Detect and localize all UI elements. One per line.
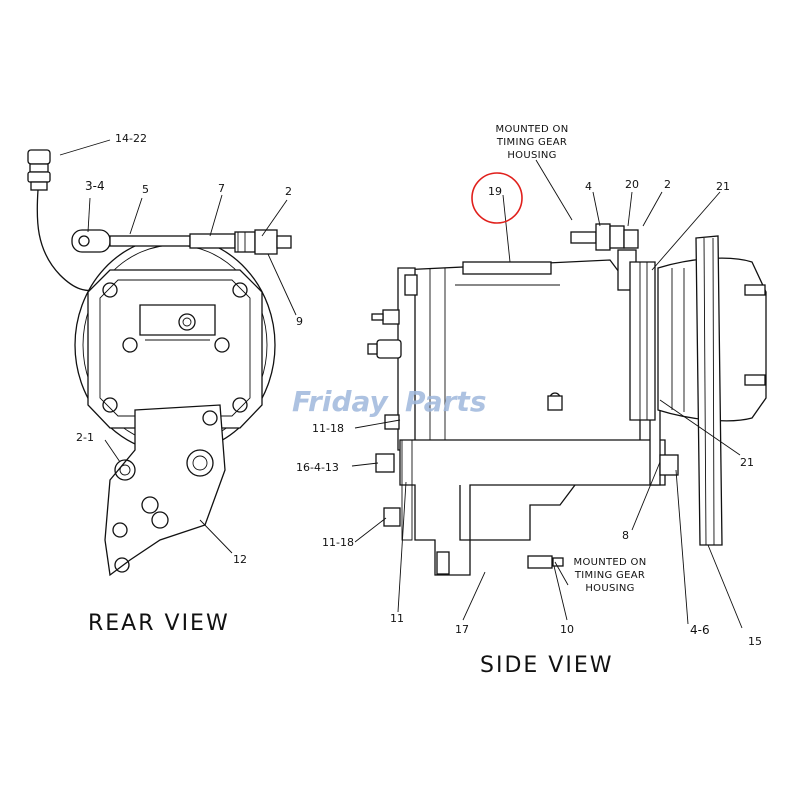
callout-14-22: 14-22	[115, 132, 147, 145]
callout-15: 15	[748, 635, 762, 648]
callout-4: 4	[585, 180, 592, 193]
note-top-line2: TIMING GEAR	[496, 137, 567, 148]
watermark-text-b: Parts	[405, 385, 486, 418]
callout-11-18-bottom: 11-18	[322, 536, 354, 549]
watermark: Friday Parts	[292, 385, 486, 418]
highlight-ring	[471, 172, 523, 224]
side-clutch-pulley	[629, 235, 767, 546]
callout-10: 10	[560, 623, 574, 636]
rear-view-drawing	[27, 139, 297, 577]
side-view-title: SIDE VIEW	[480, 653, 613, 678]
rear-compressor-body	[74, 236, 276, 454]
rear-lower-bracket	[104, 404, 226, 577]
callout-20: 20	[625, 178, 639, 191]
callout-2-side: 2	[664, 178, 671, 191]
note-top-line1: MOUNTED ON	[496, 124, 569, 135]
side-view-drawing	[351, 159, 767, 629]
callout-21-top: 21	[716, 180, 730, 193]
callout-17: 17	[455, 623, 469, 636]
callout-5: 5	[142, 183, 149, 196]
note-bottom: MOUNTED ON TIMING GEAR HOUSING	[574, 557, 647, 594]
callout-12: 12	[233, 553, 247, 566]
sensor-connector	[27, 149, 101, 292]
rear-view-title: REAR VIEW	[88, 611, 230, 636]
callout-9: 9	[296, 315, 303, 328]
callout-19: 19	[488, 185, 502, 198]
callout-16-4-13: 16-4-13	[296, 461, 339, 474]
side-left-bolts	[367, 274, 418, 527]
callout-4-6: 4-6	[690, 623, 710, 637]
watermark-text-a: Friday	[292, 385, 390, 418]
note-top-line3: HOUSING	[507, 150, 556, 161]
callout-11-18-top: 11-18	[312, 422, 344, 435]
callout-2-rear: 2	[285, 185, 292, 198]
side-top-bolt	[570, 223, 639, 291]
note-bottom-line1: MOUNTED ON	[574, 557, 647, 568]
callout-8: 8	[622, 529, 629, 542]
note-bottom-line3: HOUSING	[585, 583, 634, 594]
callout-21-bottom: 21	[740, 456, 754, 469]
callout-11: 11	[390, 612, 404, 625]
rear-rod-assembly	[71, 229, 292, 255]
note-bottom-line2: TIMING GEAR	[574, 570, 645, 581]
callout-3-4: 3-4	[85, 179, 105, 193]
callout-2-1: 2-1	[76, 431, 94, 444]
note-top: MOUNTED ON TIMING GEAR HOUSING	[496, 124, 569, 161]
callout-7: 7	[218, 182, 225, 195]
